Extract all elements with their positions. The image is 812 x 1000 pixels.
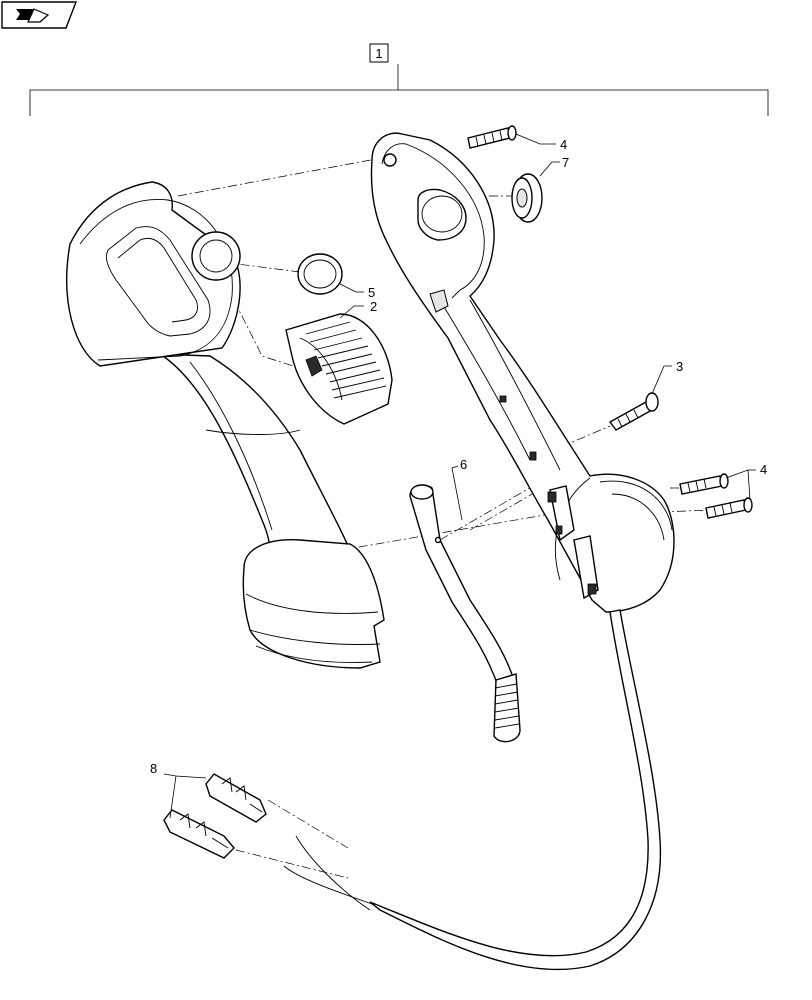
screw-part-4-lower-right: [705, 497, 753, 519]
tube-part-6: [409, 484, 521, 743]
screw-part-3: [608, 392, 659, 431]
svg-text:6: 6: [460, 457, 467, 472]
callout-8: 8: [150, 761, 207, 819]
terminal-part-8-lower: [163, 809, 235, 859]
arrow-hand-icon: [16, 8, 50, 23]
callout-4-top: 4: [515, 133, 567, 152]
callout-6: 6: [451, 457, 467, 521]
svg-text:5: 5: [368, 285, 375, 300]
svg-text:7: 7: [562, 155, 569, 170]
screw-part-4-top: [467, 125, 517, 149]
svg-text:2: 2: [370, 299, 377, 314]
svg-text:4: 4: [760, 462, 767, 477]
wheel-ridges: [305, 321, 387, 399]
callout-5: 5: [339, 283, 375, 300]
terminal-part-8-upper: [205, 773, 267, 823]
svg-text:8: 8: [150, 761, 157, 776]
knob-part-7: [511, 173, 543, 223]
nav-tab[interactable]: [1, 1, 78, 29]
callout-3: 3: [651, 359, 683, 395]
callout-4-right: 4: [725, 462, 767, 501]
screw-part-4-upper-right: [679, 473, 729, 495]
svg-text:4: 4: [560, 137, 567, 152]
right-grip-half: [370, 132, 675, 613]
left-grip-housing: [66, 181, 385, 669]
svg-text:3: 3: [676, 359, 683, 374]
callout-7: 7: [539, 155, 569, 177]
assembly-bracket: 1: [29, 43, 769, 116]
thumb-wheel-part-2: [285, 313, 393, 425]
callout-2: 2: [339, 299, 377, 319]
ring-part-5: [297, 253, 343, 295]
cable: [283, 609, 662, 971]
assembly-callout-box: [369, 43, 389, 63]
assembly-callout-label: 1: [375, 46, 382, 61]
